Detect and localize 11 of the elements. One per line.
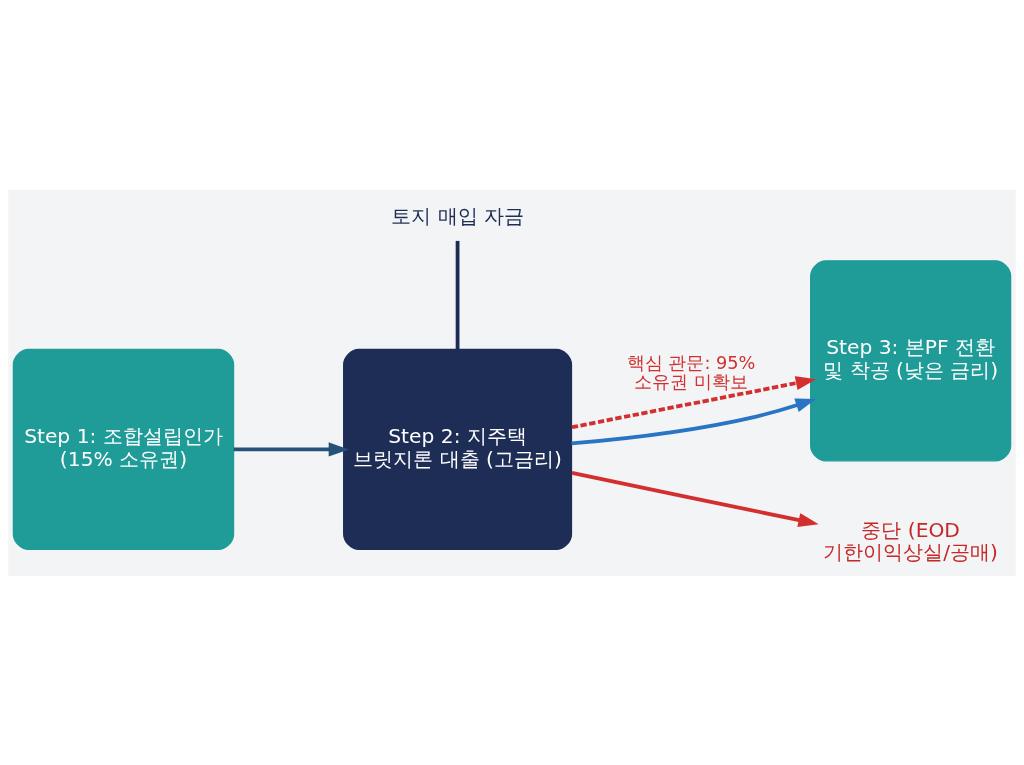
node-text: 토지 매입 자금 <box>391 203 525 228</box>
node-text: 중단 (EOD 기한이익상실/공매) <box>823 517 999 564</box>
node-box: Step 1: 조합설립인가 (15% 소유권) <box>12 348 235 550</box>
node-box: Step 2: 지주택 브릿지론 대출 (고금리) <box>343 348 573 550</box>
arrow <box>571 375 817 429</box>
arrow <box>571 470 819 527</box>
arrow <box>233 441 349 457</box>
node-box: Step 3: 본PF 전환 및 착공 (낮은 금리) <box>810 259 1012 461</box>
edge-label: 핵심 관문: 95% 소유권 미확보 <box>626 352 756 392</box>
arrow <box>571 398 816 445</box>
connector <box>455 240 460 349</box>
